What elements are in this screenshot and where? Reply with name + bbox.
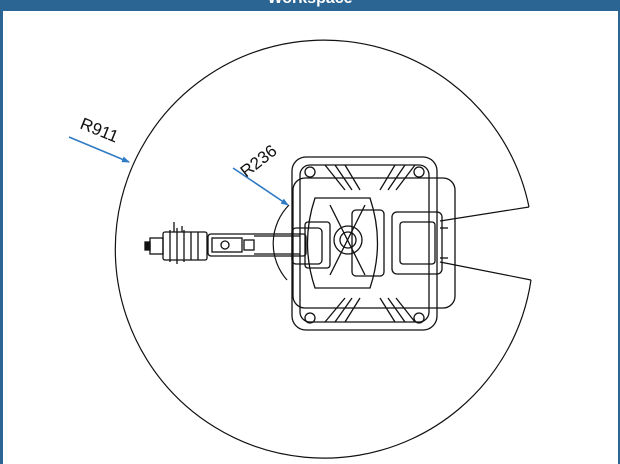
base-bolt xyxy=(413,312,425,324)
cutout-lower-line xyxy=(439,261,532,281)
robot-wrist xyxy=(144,222,208,264)
inner-workspace-arc xyxy=(272,204,290,281)
outer-radius-arrow xyxy=(68,136,130,163)
inner-radius-arrow xyxy=(232,167,289,206)
frame-left-border xyxy=(0,11,3,464)
header-bar: Workspace xyxy=(0,0,620,11)
base-bolt xyxy=(304,312,316,324)
robot-base xyxy=(291,156,456,331)
base-bolt xyxy=(413,166,425,178)
cutout-upper-line xyxy=(439,206,530,222)
header-title: Workspace xyxy=(0,0,620,8)
inner-radius-label: R236 xyxy=(237,141,281,181)
outer-radius-label: R911 xyxy=(78,114,122,146)
frame-right-border xyxy=(618,11,620,464)
robot-arm xyxy=(207,221,331,269)
outer-workspace-arc xyxy=(114,39,532,459)
base-bolt xyxy=(304,166,316,178)
